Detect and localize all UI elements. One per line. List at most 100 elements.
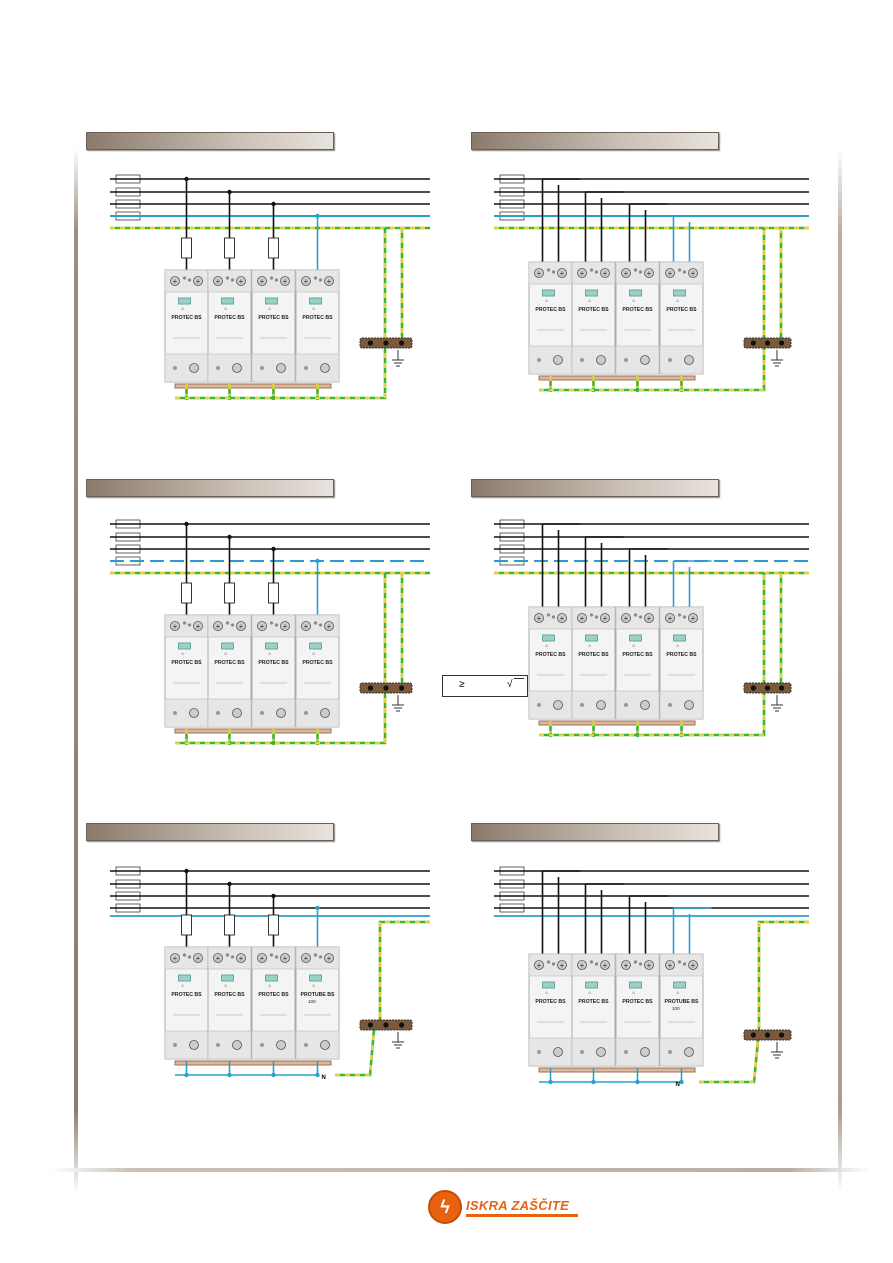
status-led-icon bbox=[269, 953, 274, 957]
screw-cross-icon: + bbox=[173, 954, 178, 963]
spd-bottom-terminal-0 bbox=[528, 345, 573, 375]
screw-cross-icon: + bbox=[304, 277, 309, 286]
warning-triangle-icon: ⚠ bbox=[181, 651, 185, 656]
warning-triangle-icon: ⚠ bbox=[268, 651, 272, 656]
bottom-link-bar bbox=[538, 375, 696, 381]
warning-triangle-icon: ⚠ bbox=[224, 306, 228, 311]
status-led-icon bbox=[633, 960, 638, 964]
screw-terminal-icon bbox=[621, 613, 631, 623]
indicator-window-icon bbox=[178, 297, 191, 305]
screw-cross-icon: + bbox=[603, 269, 608, 278]
spd-top-terminal-3 bbox=[295, 946, 340, 970]
small-screw-icon bbox=[668, 703, 672, 707]
status-led-icon bbox=[230, 278, 235, 282]
warning-triangle-icon: ⚠ bbox=[676, 990, 680, 995]
frame-bottom bbox=[50, 1168, 870, 1172]
spd-bottom-terminal-2 bbox=[251, 353, 296, 383]
spd-bottom-terminal-0 bbox=[528, 690, 573, 720]
screw-terminal-icon bbox=[320, 363, 330, 373]
screw-terminal-icon bbox=[170, 621, 180, 631]
small-screw-icon bbox=[173, 1043, 177, 1047]
status-led-icon bbox=[230, 955, 235, 959]
spd-label-3: PROTEC BS bbox=[302, 315, 333, 321]
screw-cross-icon: + bbox=[624, 961, 629, 970]
section-header-3 bbox=[86, 479, 334, 497]
screw-cross-icon: + bbox=[624, 614, 629, 623]
indicator-window-icon bbox=[629, 981, 642, 989]
busbar-bolt-icon bbox=[399, 1022, 405, 1028]
warning-triangle-icon: ⚠ bbox=[545, 298, 549, 303]
screw-cross-icon: + bbox=[173, 622, 178, 631]
junction-dot bbox=[271, 893, 276, 899]
spd-bottom-terminal-3 bbox=[659, 690, 704, 720]
pe-return-stripe bbox=[335, 1029, 376, 1077]
fuse-icon bbox=[268, 582, 279, 604]
screw-cross-icon: + bbox=[173, 277, 178, 286]
screw-cross-icon: + bbox=[668, 961, 673, 970]
screw-cross-icon: + bbox=[239, 954, 244, 963]
screw-terminal-icon bbox=[553, 1047, 563, 1057]
screw-terminal-icon bbox=[553, 700, 563, 710]
status-led-icon bbox=[313, 276, 318, 280]
indicator-window-icon bbox=[309, 297, 322, 305]
status-led-icon bbox=[633, 268, 638, 272]
screw-cross-icon: + bbox=[196, 277, 201, 286]
screw-terminal-icon bbox=[640, 1047, 650, 1057]
status-led-icon bbox=[187, 278, 192, 282]
screw-terminal-icon bbox=[621, 268, 631, 278]
screw-cross-icon: + bbox=[668, 614, 673, 623]
screw-terminal-icon bbox=[213, 276, 223, 286]
status-led-icon bbox=[269, 621, 274, 625]
spd-bottom-terminal-3 bbox=[295, 698, 340, 728]
spd-top-terminal-2 bbox=[615, 606, 660, 630]
screw-cross-icon: + bbox=[283, 954, 288, 963]
screw-cross-icon: + bbox=[260, 954, 265, 963]
section-header-2 bbox=[471, 132, 719, 150]
spd-label-2: PROTEC BS bbox=[622, 652, 653, 658]
spd-label-1: PROTEC BS bbox=[578, 999, 609, 1005]
fuse-icon bbox=[181, 582, 192, 604]
screw-cross-icon: + bbox=[239, 622, 244, 631]
screw-cross-icon: + bbox=[624, 269, 629, 278]
spd-bottom-terminal-3 bbox=[295, 353, 340, 383]
screw-terminal-icon bbox=[193, 276, 203, 286]
spd-label-0: PROTEC BS bbox=[171, 992, 202, 998]
status-led-icon bbox=[187, 623, 192, 627]
indicator-window-icon bbox=[542, 289, 555, 297]
spd-top-terminal-3 bbox=[659, 606, 704, 630]
screw-terminal-icon bbox=[301, 621, 311, 631]
screw-terminal-icon bbox=[213, 953, 223, 963]
frame-right bbox=[838, 148, 842, 1193]
screw-cross-icon: + bbox=[304, 954, 309, 963]
fuse-icon bbox=[224, 237, 235, 259]
small-screw-icon bbox=[537, 1050, 541, 1054]
wiring-diagram-1: ++⚠PROTEC BS++⚠PROTEC BS++⚠PROTEC BS++⚠P… bbox=[110, 174, 430, 401]
lightning-logo-icon: ϟ bbox=[428, 1190, 462, 1224]
wiring-diagram-4: ++⚠PROTEC BS++⚠PROTEC BS++⚠PROTEC BS++⚠P… bbox=[494, 519, 809, 738]
busbar-bolt-icon bbox=[383, 340, 389, 346]
busbar-bolt-icon bbox=[764, 340, 771, 346]
small-screw-icon bbox=[537, 703, 541, 707]
screw-cross-icon: + bbox=[560, 269, 565, 278]
pe-collector-stripe bbox=[539, 573, 766, 737]
status-led-icon bbox=[546, 960, 551, 964]
status-led-icon bbox=[230, 623, 235, 627]
screw-terminal-icon bbox=[236, 953, 246, 963]
screw-cross-icon: + bbox=[560, 961, 565, 970]
small-screw-icon bbox=[216, 711, 220, 715]
warning-triangle-icon: ⚠ bbox=[588, 298, 592, 303]
wiring-diagram-2: ++⚠PROTEC BS++⚠PROTEC BS++⚠PROTEC BS++⚠P… bbox=[494, 174, 809, 393]
spd-top-terminal-2 bbox=[251, 269, 296, 293]
screw-terminal-icon bbox=[688, 960, 698, 970]
status-led-icon bbox=[551, 270, 556, 274]
screw-terminal-icon bbox=[644, 613, 654, 623]
screw-terminal-icon bbox=[189, 363, 199, 373]
screw-terminal-icon bbox=[665, 613, 675, 623]
spd-bottom-terminal-2 bbox=[615, 690, 660, 720]
busbar-bolt-icon bbox=[779, 1032, 785, 1038]
indicator-window-icon bbox=[542, 981, 555, 989]
junction-dot bbox=[315, 905, 320, 911]
small-screw-icon bbox=[260, 1043, 264, 1047]
screw-cross-icon: + bbox=[216, 954, 221, 963]
small-screw-icon bbox=[304, 366, 308, 370]
